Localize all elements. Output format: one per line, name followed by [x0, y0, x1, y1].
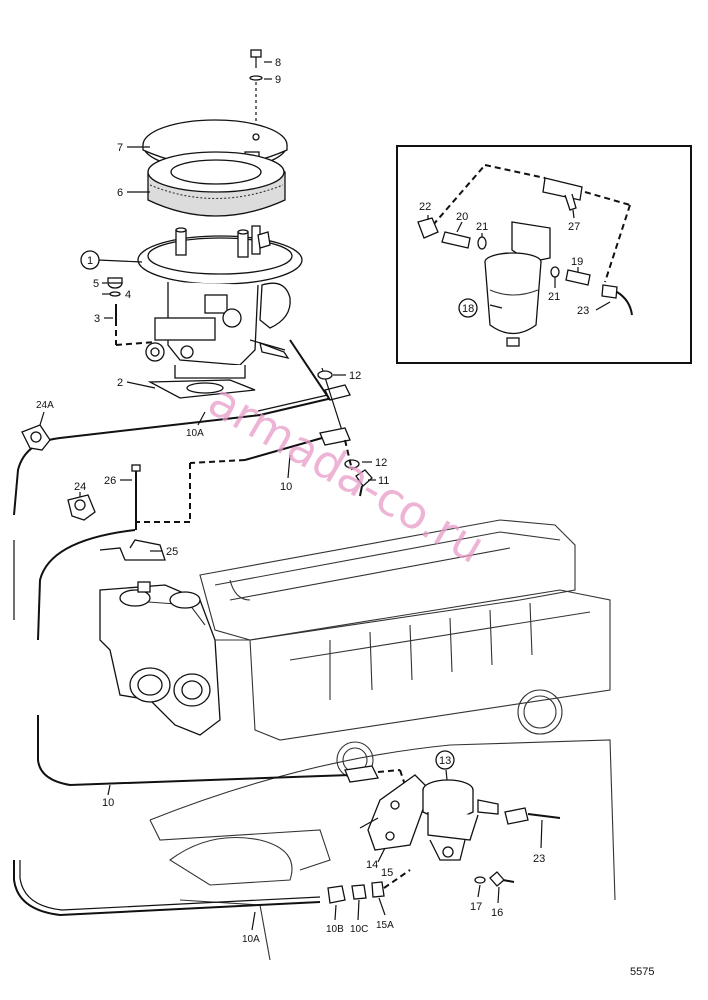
label-10C: 10C: [350, 924, 368, 935]
label-12-upper: 12: [349, 370, 361, 382]
air-filter-assembly: [142, 49, 288, 217]
label-21-left: 21: [476, 221, 488, 233]
label-24A: 24A: [36, 400, 54, 411]
fuel-filter-inset: [396, 145, 692, 364]
label-15: 15: [381, 867, 393, 879]
label-26: 26: [104, 475, 116, 487]
clips: [21, 424, 166, 593]
figure-number: 5575: [630, 966, 654, 978]
label-27: 27: [568, 221, 580, 233]
label-7: 7: [117, 142, 123, 154]
label-18: 18: [462, 303, 474, 315]
label-23-inset: 23: [577, 305, 589, 317]
callout-circle-1: [80, 250, 100, 270]
engine-block: [99, 519, 616, 961]
label-4: 4: [125, 289, 131, 301]
fuel-pump: [367, 774, 561, 887]
label-10-lower: 10: [102, 797, 114, 809]
callout-circle-13: [435, 750, 455, 770]
label-24: 24: [74, 481, 86, 493]
leader-lines: [39, 61, 611, 931]
label-21-right: 21: [548, 291, 560, 303]
label-10A-lower: 10A: [242, 934, 260, 945]
label-10-upper: 10: [280, 481, 292, 493]
label-8: 8: [275, 57, 281, 69]
carburettor-assembly: [107, 225, 303, 399]
label-9: 9: [275, 74, 281, 86]
label-2: 2: [117, 377, 123, 389]
label-10A-upper: 10A: [186, 428, 204, 439]
label-6: 6: [117, 187, 123, 199]
label-3: 3: [94, 313, 100, 325]
label-19: 19: [571, 256, 583, 268]
label-22: 22: [419, 201, 431, 213]
callout-circle-18: [458, 298, 478, 318]
label-12-lower: 12: [375, 457, 387, 469]
label-17: 17: [470, 901, 482, 913]
watermark: armada-co.ru: [200, 373, 494, 574]
label-11: 11: [378, 475, 389, 487]
label-14: 14: [366, 859, 378, 871]
label-15A: 15A: [376, 920, 394, 931]
label-1: 1: [87, 255, 93, 267]
label-5: 5: [93, 278, 99, 290]
label-20: 20: [456, 211, 468, 223]
label-16: 16: [491, 907, 503, 919]
label-13: 13: [439, 755, 451, 767]
label-23-main: 23: [533, 853, 545, 865]
label-25: 25: [166, 546, 178, 558]
label-10B: 10B: [326, 924, 344, 935]
